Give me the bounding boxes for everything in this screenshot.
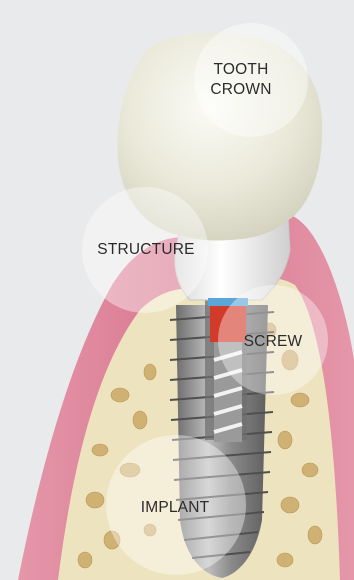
label-implant: IMPLANT	[112, 498, 238, 518]
label-tooth-crown: TOOTH CROWN	[198, 60, 284, 100]
label-structure: STRUCTURE	[86, 240, 206, 260]
label-screw: SCREW	[228, 332, 318, 352]
